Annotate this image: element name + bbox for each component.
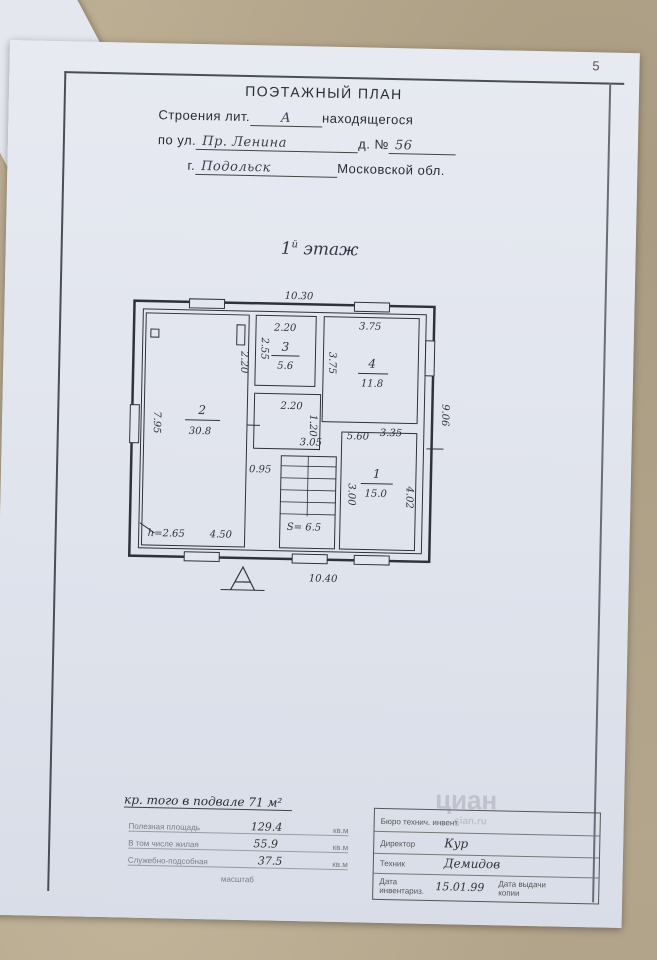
cian-watermark: циан cian.ru	[435, 784, 498, 827]
building-letter-marker	[230, 565, 256, 591]
room-4-fraction-line	[358, 372, 389, 375]
dim-hall-bottom: 3.05	[300, 437, 322, 448]
stamp-technician-label: Техник	[379, 858, 406, 869]
floor-plan-sheet: 5 ПОЭТАЖНЫЙ ПЛАН Строения лит. А находящ…	[0, 40, 640, 929]
room-2-fraction-line	[185, 419, 221, 421]
stamp-issue-label: Дата выдачи копии	[498, 879, 547, 898]
fixture	[150, 328, 160, 338]
dim-bottom: 10.40	[309, 573, 338, 585]
area-row: масштаб	[127, 866, 347, 887]
room-labels: 2 30.8 3 5.6 4 11.8 1 15.0	[185, 340, 393, 500]
dim-top: 10.30	[285, 291, 314, 303]
area-summary: Полезная площадь 129.4 кв.м В том числе …	[127, 814, 349, 887]
stamp-director-label: Директор	[380, 838, 416, 849]
area-value: 129.4	[250, 820, 283, 834]
stair-step	[280, 513, 336, 516]
window	[353, 554, 390, 566]
room-3-fraction-line	[271, 355, 300, 357]
window	[353, 301, 391, 313]
dim-room2-bottom: 4.50	[209, 529, 233, 540]
area-value: 55.9	[253, 837, 279, 851]
room-3-number: 3	[281, 340, 289, 354]
dim-hall-top: 2.20	[279, 401, 303, 412]
area-label: Полезная площадь	[128, 821, 201, 833]
stair-area-label: S= 6.5	[287, 522, 322, 534]
stair-step	[280, 501, 336, 504]
radiator	[236, 324, 246, 346]
room-1-number: 1	[373, 467, 381, 481]
stamp-date-label: Дата инвентариз.	[379, 876, 425, 896]
hall-outline	[252, 392, 322, 451]
dim-room3-side: 2.55	[258, 336, 269, 359]
dim-room1-side: 4.02	[403, 485, 414, 508]
room-4-area: 11.8	[361, 378, 383, 389]
dim-room1-width1: 5.60	[347, 431, 370, 442]
dim-arrow	[139, 522, 155, 534]
dim-room3-top: 2.20	[273, 323, 297, 334]
area-value: 37.5	[257, 854, 283, 868]
window	[188, 298, 226, 310]
area-label: В том числе жилая	[128, 838, 199, 850]
dim-room2-height: h=2.65	[148, 528, 185, 540]
stair-step	[280, 477, 336, 480]
watermark-subtext: cian.ru	[453, 815, 487, 828]
watermark-text: циан	[434, 784, 498, 816]
dim-hall-side: 1.20	[307, 414, 318, 437]
basement-note: кр. того в подвале 71 м²	[123, 792, 293, 812]
stair-step	[281, 465, 337, 468]
window	[183, 551, 220, 563]
dim-room2-side: 7.95	[151, 411, 162, 433]
room-2-number: 2	[197, 403, 206, 417]
dim-stair-width: 0.95	[249, 464, 271, 475]
stamp-director-signature: Кур	[444, 836, 469, 851]
room-3-outline	[254, 314, 317, 387]
marker-underline	[220, 589, 265, 591]
room-2-outline	[140, 312, 250, 548]
dim-right: 9.06	[439, 404, 450, 427]
window	[129, 404, 140, 444]
dim-room1-width2: 3.35	[380, 428, 402, 439]
area-footer: масштаб	[220, 874, 255, 885]
window	[424, 340, 436, 377]
area-label: Служебно-подсобная	[127, 855, 208, 867]
room-3-area: 5.6	[277, 361, 294, 372]
room-4-outline	[321, 316, 420, 425]
dim-room4-top: 3.75	[359, 321, 381, 332]
area-unit: кв.м	[332, 825, 349, 836]
dim-room4-side: 3.75	[326, 352, 337, 374]
stamp-technician-signature: Демидов	[443, 856, 501, 872]
room-1-fraction-line	[360, 482, 393, 485]
floor-plan-drawing: 10.30 10.40 9.06 7.95 2.20 2.55 2.20 3.7…	[127, 291, 450, 591]
stamp-row-divider	[374, 830, 600, 837]
footer-block: кр. того в подвале 71 м² Полезная площад…	[122, 792, 601, 913]
room-1-area: 15.0	[364, 489, 387, 500]
stair-step	[280, 489, 336, 492]
room-1-outline	[338, 431, 418, 552]
window	[291, 553, 328, 565]
stair-divider	[306, 456, 309, 517]
dim-room3-left: 2.20	[238, 350, 249, 374]
room-4-number: 4	[367, 357, 376, 371]
stamp-date-value: 15.01.99	[435, 880, 485, 895]
area-unit: кв.м	[332, 842, 349, 853]
dim-room1-height: 3.00	[345, 483, 356, 506]
outer-wall-inner-line	[137, 308, 427, 555]
room-2-area: 30.8	[189, 426, 211, 437]
area-unit: кв.м	[332, 859, 348, 870]
